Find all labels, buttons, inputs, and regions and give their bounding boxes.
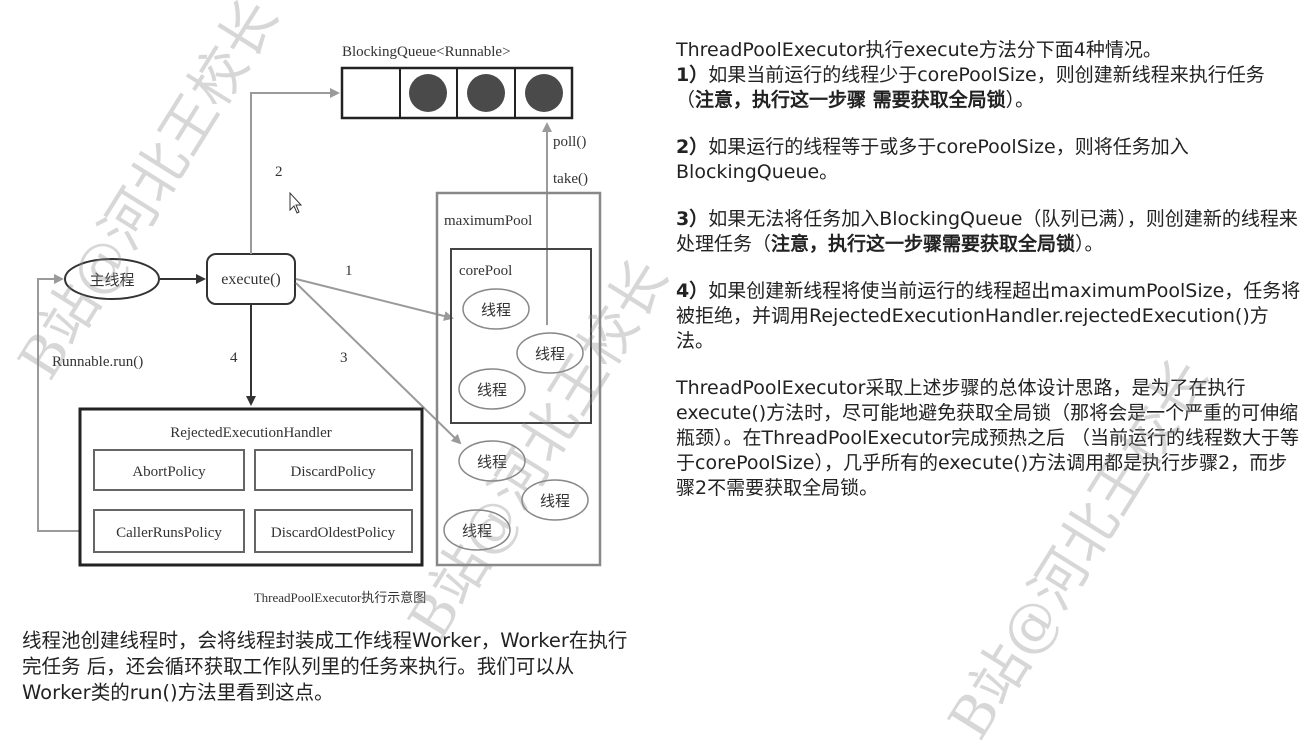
core-thread-3: 线程 [458,368,526,410]
explanation-panel: ThreadPoolExecutor执行execute方法分下面4种情况。 1）… [676,38,1301,523]
max-thread-3: 线程 [443,509,511,551]
case-3-note: 注意，执行这一步骤需要获取全局锁 [771,233,1076,255]
step3-arrow [295,282,462,445]
maximum-pool-label: maximumPool [444,213,532,229]
queue-label: BlockingQueue<Runnable> [342,44,511,60]
core-thread-1: 线程 [462,288,530,330]
discard-oldest-policy-label: DiscardOldestPolicy [271,525,396,541]
mouse-cursor-icon [289,191,303,214]
main-thread-node [64,258,160,300]
case-1: 1）如果当前运行的线程少于corePoolSize，则创建新线程来执行任务（注意… [676,63,1301,113]
case-3-text: 如果无法将任务加入BlockingQueue（队列已满），则创建新的线程来处理任… [676,208,1298,255]
case-2: 2）如果运行的线程等于或多于corePoolSize，则将任务加入Blockin… [676,135,1301,185]
execute-label: execute() [221,271,281,288]
step2-label: 2 [275,164,283,180]
thread-label: 线程 [477,453,507,471]
maximum-pool-box [435,191,602,567]
case-4-text: 如果创建新线程将使当前运行的线程超出maximumPoolSize，任务将被拒绝… [676,280,1301,352]
queued-task-icon [467,74,505,112]
case-3: 3）如果无法将任务加入BlockingQueue（队列已满），则创建新的线程来处… [676,207,1301,257]
caller-runs-policy-label: CallerRunsPolicy [116,525,222,541]
case-1-end: ）。 [1005,89,1035,111]
thread-label: 线程 [462,522,492,540]
case-1-note: 注意，执行这一步骤 需要获取全局锁 [695,89,1006,111]
case-3-number: 3） [676,208,709,230]
core-pool-label: corePool [459,263,512,279]
rejected-handler-title: RejectedExecutionHandler [170,425,332,441]
case-2-number: 2） [676,136,709,158]
discard-policy-box: DiscardPolicy [254,449,413,491]
thread-label: 线程 [540,492,570,510]
max-thread-2: 线程 [521,479,589,521]
case-1-number: 1） [676,64,709,86]
case-3-end: ）。 [1075,233,1104,255]
thread-pool-diagram: BlockingQueue<Runnable> poll() take() 主线… [37,44,602,605]
core-pool-box [450,248,592,424]
case-1-text: 如果当前运行的线程少于corePoolSize，则创建新线程来执行任务（ [676,64,1265,111]
queued-task-icon [525,74,563,112]
case-4-number: 4） [676,280,709,302]
step4-label: 4 [230,350,238,366]
abort-policy-box: AbortPolicy [93,449,245,491]
case-2-text: 如果运行的线程等于或多于corePoolSize，则将任务加入BlockingQ… [676,136,1189,183]
case-4: 4）如果创建新线程将使当前运行的线程超出maximumPoolSize，任务将被… [676,279,1301,354]
core-thread-2: 线程 [516,332,584,374]
discard-policy-label: DiscardPolicy [291,464,376,480]
poll-label: poll() [553,134,586,150]
thread-label: 线程 [477,381,507,399]
abort-policy-label: AbortPolicy [132,464,206,480]
main-thread-label: 主线程 [89,271,134,289]
runnable-run-arrow [37,274,80,532]
max-thread-1: 线程 [458,440,526,482]
caller-runs-policy-box: CallerRunsPolicy [93,509,245,553]
thread-label: 线程 [481,301,511,319]
diagram-caption: ThreadPoolExecutor执行示意图 [254,590,427,605]
worker-description: 线程池创建线程时，会将线程封装成工作线程Worker，Worker在执行完任务 … [22,629,628,704]
take-label: take() [553,171,588,187]
thread-label: 线程 [535,345,565,363]
explanation-title: ThreadPoolExecutor执行execute方法分下面4种情况。 [676,39,1162,61]
step1-label: 1 [345,263,353,279]
queued-task-icon [409,74,447,112]
step3-label: 3 [340,350,348,366]
runnable-run-label: Runnable.run() [52,354,143,370]
design-summary: ThreadPoolExecutor采取上述步骤的总体设计思路，是为了在执行ex… [676,377,1300,499]
step1-arrow [295,278,454,321]
step2-arrow [250,88,340,254]
discard-oldest-policy-box: DiscardOldestPolicy [254,509,413,553]
blocking-queue [340,66,574,120]
